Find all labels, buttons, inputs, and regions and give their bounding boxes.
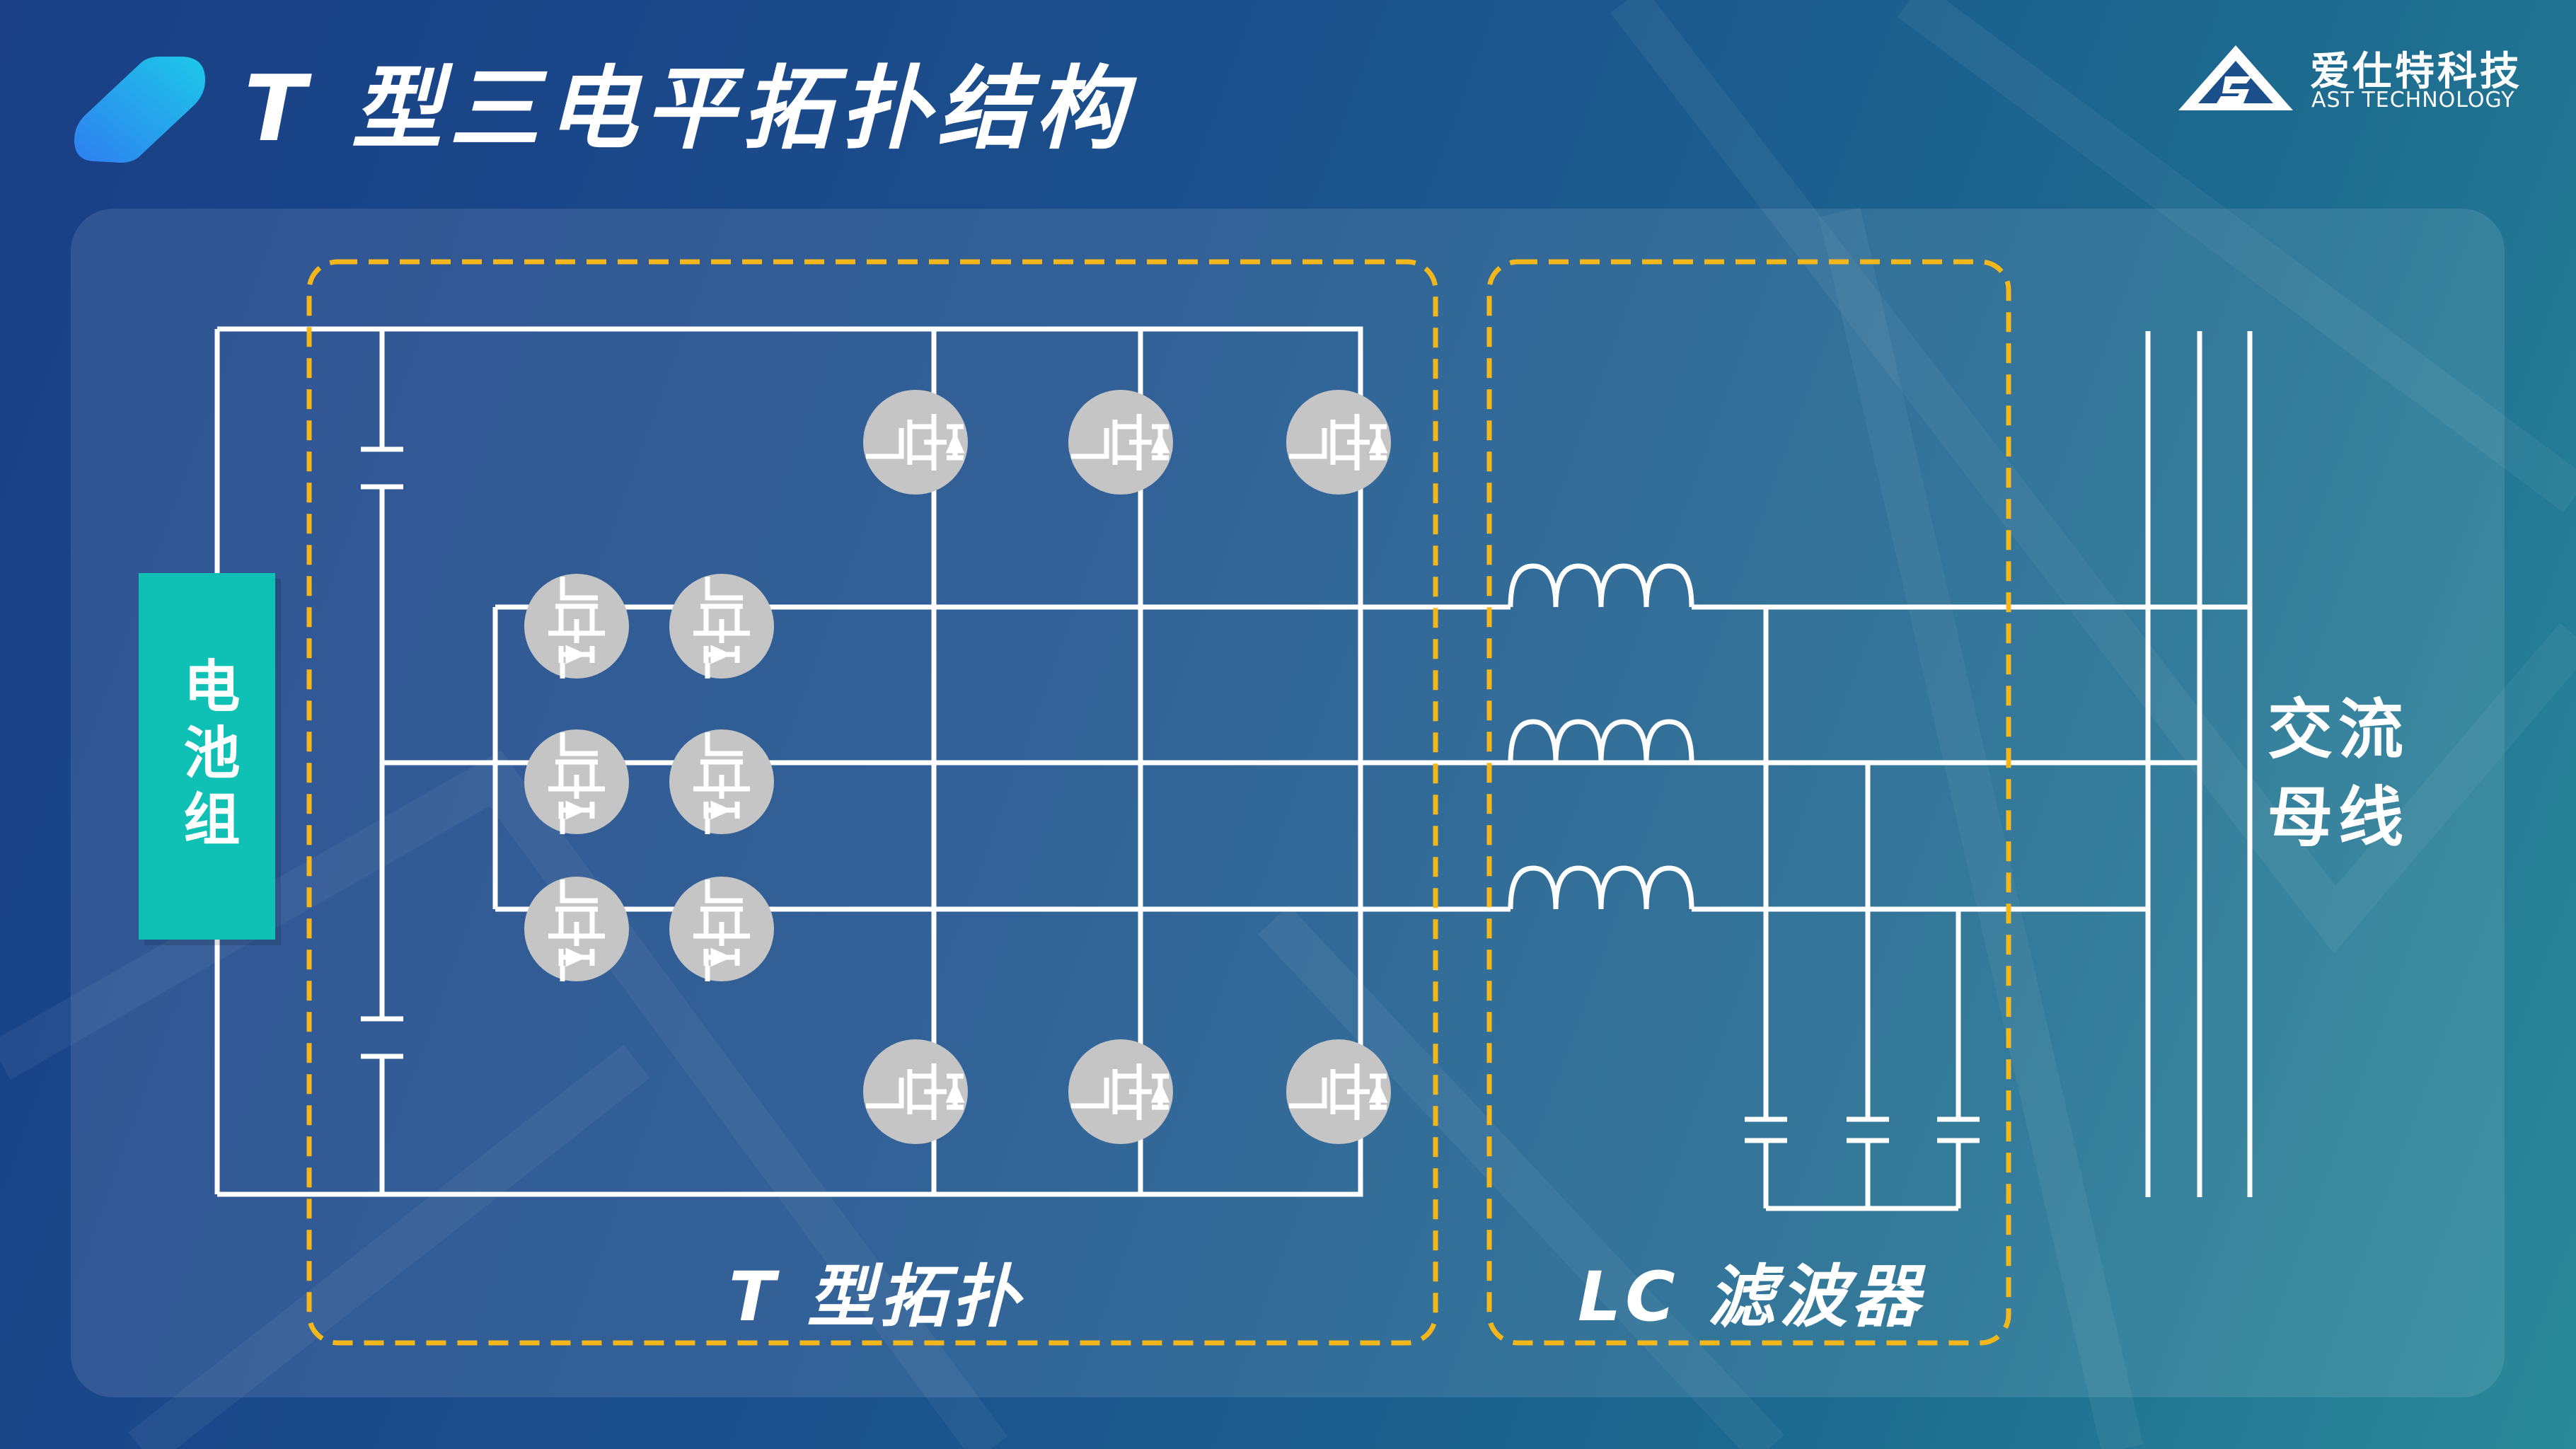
ac-bus-label: 交流母线: [2268, 692, 2410, 855]
brand-name: 爱仕特科技: [2310, 49, 2522, 95]
battery-block: 电池组: [139, 573, 275, 940]
diagram-panel: [71, 209, 2505, 1397]
switch-mid-c1: [524, 877, 629, 981]
switch-mid-a2: [669, 574, 774, 679]
lc-filter-box: [1486, 259, 2011, 1346]
battery-label: 电池组: [174, 657, 241, 856]
switch-mid-c2: [669, 877, 774, 981]
brand-name-en: AST TECHNOLOGY: [2311, 88, 2515, 112]
brand-block: 爱仕特科技 AST TECHNOLOGY: [2176, 35, 2543, 120]
page-title: T 型三电平拓扑结构: [244, 57, 1133, 162]
ast-triangle-logo-icon: [2178, 45, 2293, 110]
switch-bottom-b: [1068, 1039, 1173, 1144]
switch-bottom-a: [863, 1039, 968, 1144]
switch-top-b: [1068, 390, 1173, 495]
switch-mid-b2: [669, 729, 774, 834]
switch-top-a: [863, 390, 968, 495]
t-topology-box: [306, 259, 1438, 1346]
switch-mid-b1: [524, 729, 629, 834]
lc-filter-label: LC 滤波器: [1578, 1257, 1924, 1337]
switch-mid-a1: [524, 574, 629, 679]
t-topology-label: T 型拓扑: [729, 1257, 1024, 1337]
switch-top-c: [1286, 390, 1391, 495]
switch-bottom-c: [1286, 1039, 1391, 1144]
slash-logo-icon: [74, 57, 205, 163]
